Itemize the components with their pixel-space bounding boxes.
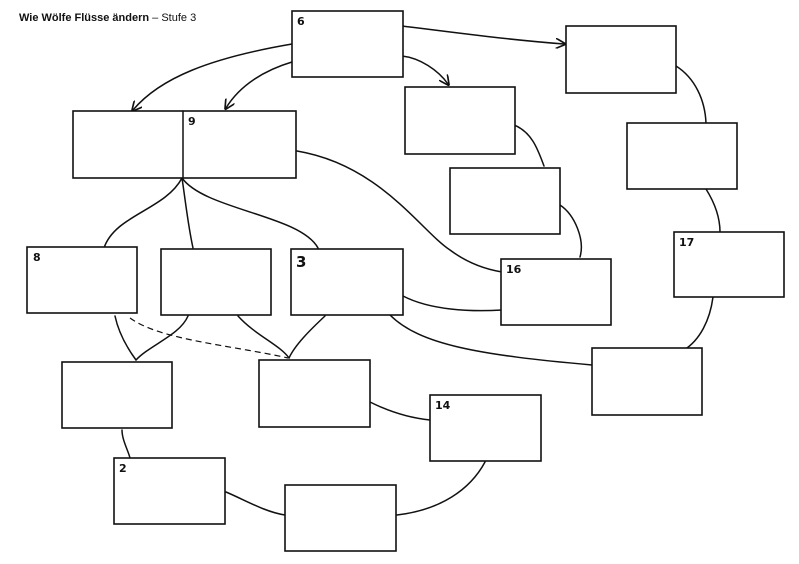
line-top-right-to-right-box bbox=[675, 65, 707, 124]
box-3-number: 3 bbox=[296, 253, 306, 271]
arrow-6-to-mid-box bbox=[401, 55, 448, 84]
line-9-to-middle bbox=[181, 177, 194, 249]
line-center-lower-to-14 bbox=[369, 401, 431, 421]
box-8 bbox=[26, 246, 138, 314]
line-mid-box-to-box-b bbox=[513, 124, 545, 167]
line-box-b-to-16 bbox=[559, 204, 582, 258]
title-main: Wie Wölfe Flüsse ändern bbox=[19, 12, 150, 24]
line-right-box-to-17 bbox=[705, 188, 721, 233]
worksheet-title: Wie Wölfe Flüsse ändern – Stufe 3 bbox=[19, 12, 196, 24]
arrow-6-to-9-right bbox=[226, 61, 293, 108]
connections bbox=[103, 25, 721, 516]
title-separator: – bbox=[149, 12, 162, 24]
box-6 bbox=[291, 10, 404, 78]
arrow-6-to-top-right-box bbox=[401, 25, 564, 44]
box-2 bbox=[113, 457, 226, 525]
line-3-to-center-lower bbox=[288, 315, 326, 359]
box-16-number: 16 bbox=[506, 263, 522, 276]
box-3 bbox=[290, 248, 404, 316]
line-9-to-8 bbox=[103, 177, 183, 249]
line-2-to-bottom-box bbox=[225, 491, 286, 516]
box-center-lower bbox=[258, 359, 371, 428]
box-mid-b bbox=[449, 167, 561, 235]
line-3-to-16 bbox=[402, 295, 503, 312]
box-lower-right bbox=[591, 347, 703, 416]
box-top-right bbox=[565, 25, 677, 94]
box-9-number: 9 bbox=[188, 115, 196, 128]
box-8-number: 8 bbox=[33, 251, 41, 264]
line-bottom-box-to-14 bbox=[396, 461, 486, 516]
line-8-to-left-lower bbox=[114, 315, 137, 361]
box-9 bbox=[72, 110, 297, 179]
arrow-6-to-9-left bbox=[133, 43, 293, 110]
box-bottom bbox=[284, 484, 397, 552]
line-left-lower-to-2 bbox=[121, 429, 131, 459]
box-17 bbox=[673, 231, 785, 298]
line-3-to-lower-right bbox=[389, 314, 593, 366]
line-17-to-lower-right bbox=[683, 296, 714, 351]
box-14 bbox=[429, 394, 542, 462]
box-16 bbox=[500, 258, 612, 326]
line-9-to-16 bbox=[296, 150, 503, 273]
line-9-to-3 bbox=[181, 177, 319, 249]
line-middle-to-left-lower bbox=[135, 315, 189, 361]
box-right bbox=[626, 122, 738, 190]
title-stage: Stufe 3 bbox=[161, 12, 197, 24]
line-middle-to-center-lower bbox=[237, 315, 290, 359]
box-mid-a bbox=[404, 86, 516, 155]
boxes: 6 9 8 3 16 17 14 2 bbox=[26, 10, 785, 552]
dashed-line-8-to-center-lower bbox=[129, 317, 289, 359]
box-2-number: 2 bbox=[119, 462, 127, 475]
box-14-number: 14 bbox=[435, 399, 451, 412]
box-middle bbox=[160, 248, 272, 316]
box-left-lower bbox=[61, 361, 173, 429]
box-17-number: 17 bbox=[679, 236, 694, 249]
box-6-number: 6 bbox=[297, 15, 305, 28]
